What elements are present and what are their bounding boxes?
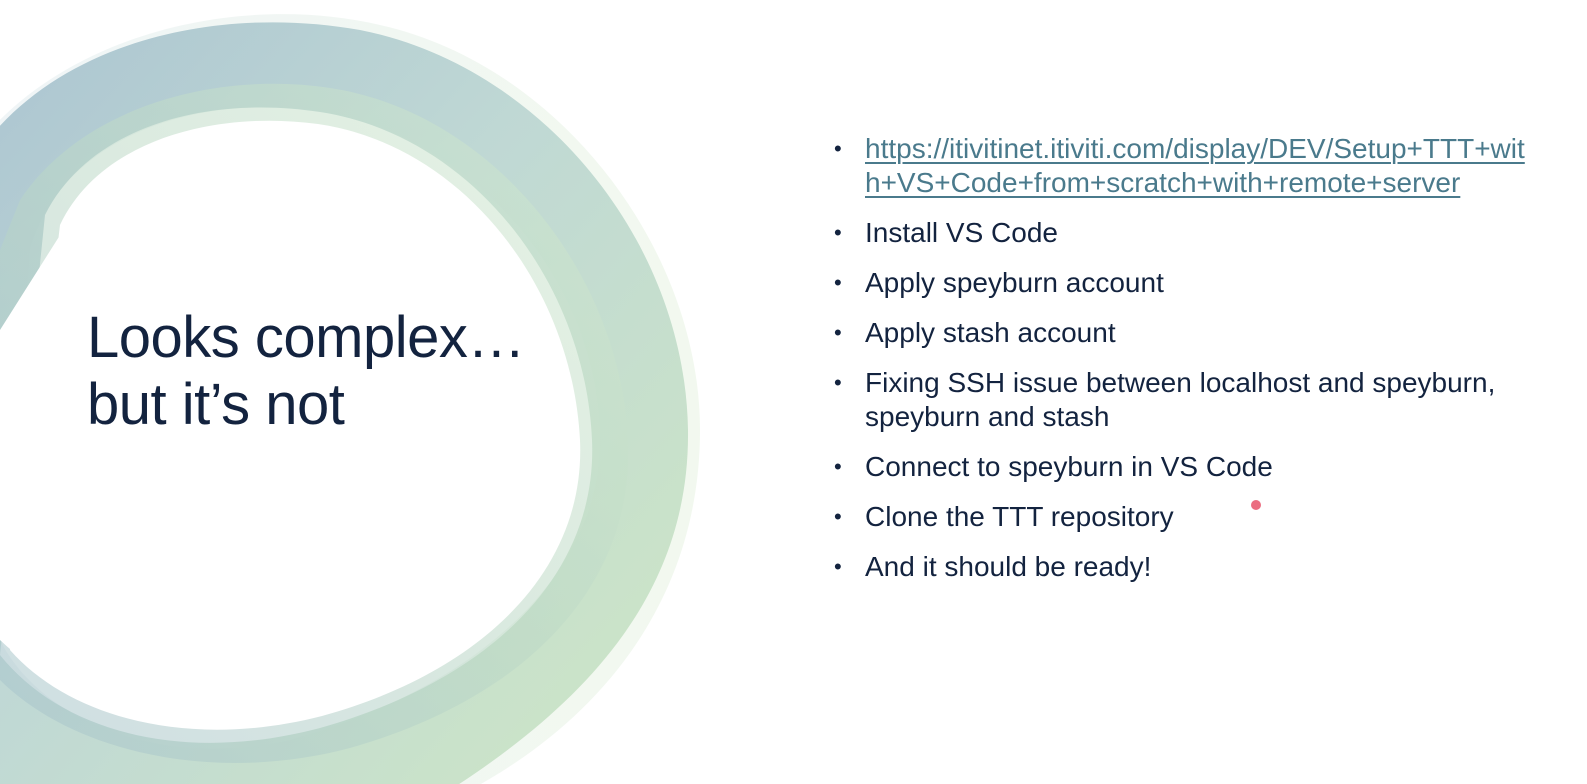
- laser-pointer-dot: [1251, 500, 1261, 510]
- bullet-text: Connect to speyburn in VS Code: [865, 451, 1273, 482]
- bullet-text: Clone the TTT repository: [865, 501, 1174, 532]
- bullet-text: Fixing SSH issue between localhost and s…: [865, 367, 1496, 432]
- bullet-item-setup-link: • https://itivitinet.itiviti.com/display…: [832, 132, 1532, 200]
- bullet-dot-icon: •: [834, 136, 842, 161]
- bullet-dot-icon: •: [834, 220, 842, 245]
- bullet-item: • Clone the TTT repository: [832, 500, 1532, 534]
- bullet-dot-icon: •: [834, 370, 842, 395]
- slide-title: Looks complex…but it’s not: [87, 305, 525, 437]
- bullet-item: • Apply stash account: [832, 316, 1532, 350]
- bullet-dot-icon: •: [834, 554, 842, 579]
- bullet-item: • Apply speyburn account: [832, 266, 1532, 300]
- bullet-list: • https://itivitinet.itiviti.com/display…: [832, 132, 1532, 600]
- bullet-text: And it should be ready!: [865, 551, 1152, 582]
- bullet-dot-icon: •: [834, 320, 842, 345]
- bullet-text: Apply speyburn account: [865, 267, 1164, 298]
- bullet-text: Install VS Code: [865, 217, 1058, 248]
- bullet-dot-icon: •: [834, 504, 842, 529]
- bullet-item: • Install VS Code: [832, 216, 1532, 250]
- setup-guide-link[interactable]: https://itivitinet.itiviti.com/display/D…: [865, 133, 1525, 198]
- bullet-dot-icon: •: [834, 270, 842, 295]
- bullet-item: • And it should be ready!: [832, 550, 1532, 584]
- bullet-dot-icon: •: [834, 454, 842, 479]
- bullet-item: • Connect to speyburn in VS Code: [832, 450, 1532, 484]
- bullet-text: Apply stash account: [865, 317, 1116, 348]
- bullet-item: • Fixing SSH issue between localhost and…: [832, 366, 1532, 434]
